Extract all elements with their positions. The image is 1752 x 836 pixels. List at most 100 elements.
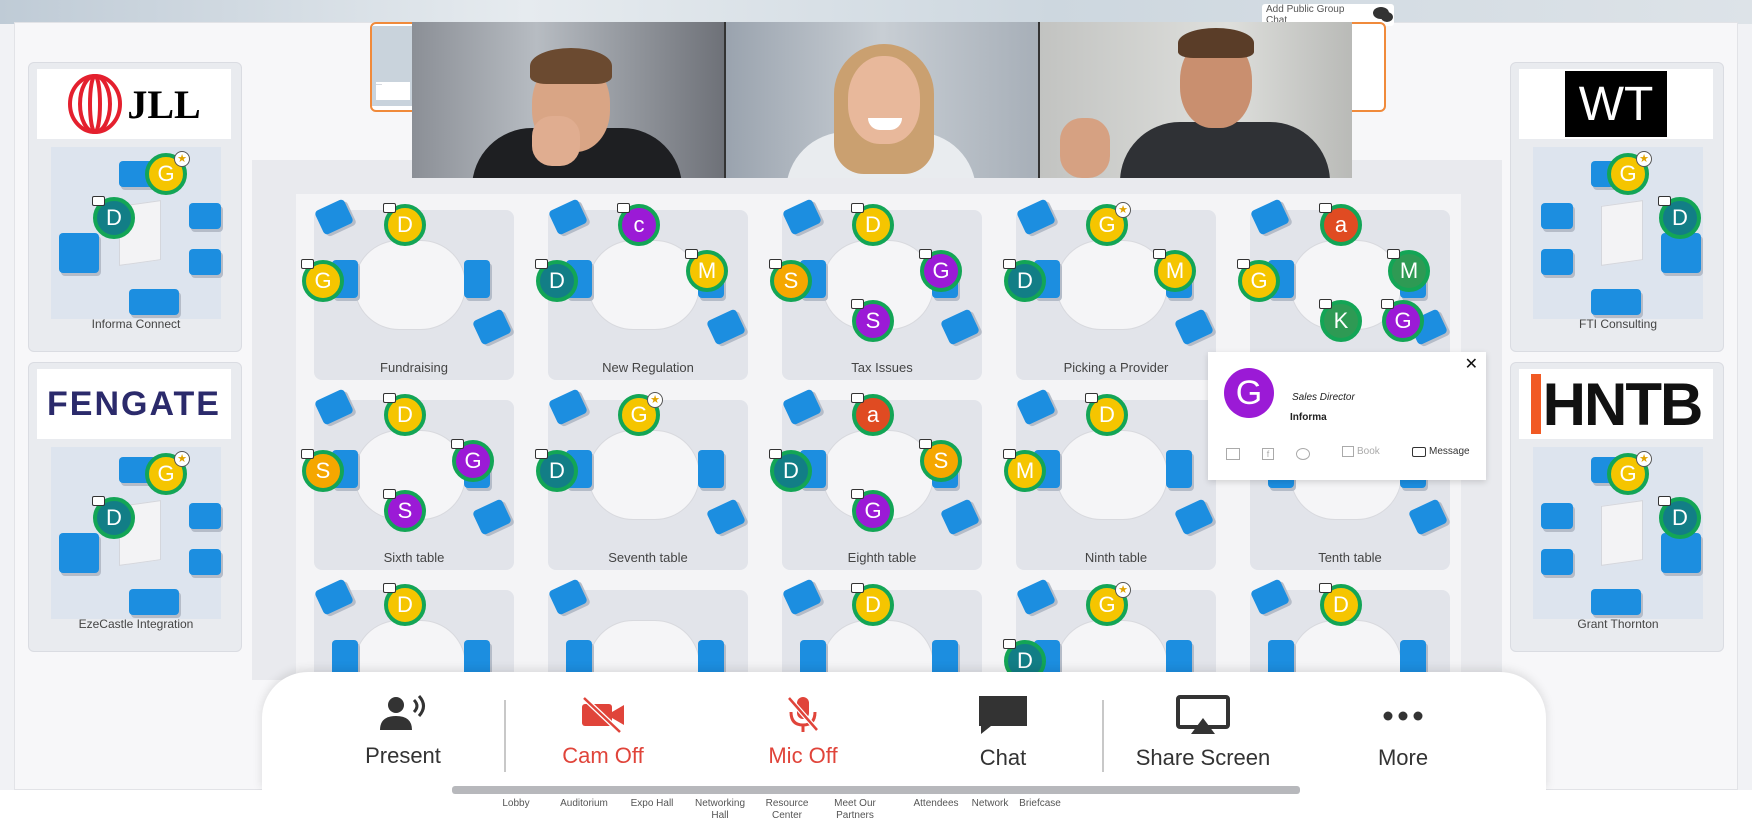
nav-expo-hall[interactable]: Expo Hall: [630, 798, 674, 809]
video-strip: [412, 22, 1352, 178]
camera-icon: [451, 439, 464, 449]
mic-off-button[interactable]: Mic Off: [728, 694, 878, 769]
avatar[interactable]: G★: [1086, 202, 1131, 246]
chair: [698, 450, 724, 488]
booth-informa-connect[interactable]: JLL G★ D Informa Connect: [28, 62, 242, 352]
avatar[interactable]: D: [535, 259, 578, 302]
avatar[interactable]: D: [1658, 196, 1701, 239]
avatar[interactable]: G: [919, 249, 962, 292]
avatar[interactable]: G★: [1607, 151, 1652, 195]
table-name: Eighth table: [847, 550, 917, 565]
chair: [706, 498, 746, 536]
avatar[interactable]: D: [383, 393, 426, 436]
booth-ezecastle[interactable]: FENGATE G★ D EzeCastle Integration: [28, 362, 242, 652]
website-icon[interactable]: [1296, 448, 1310, 460]
avatar[interactable]: D: [1003, 259, 1046, 302]
camera-icon: [1003, 449, 1016, 459]
avatar[interactable]: G★: [145, 451, 190, 495]
more-dots-icon: [1383, 711, 1423, 721]
avatar[interactable]: G★: [1086, 582, 1131, 626]
avatar[interactable]: G: [1237, 259, 1280, 302]
star-icon: ★: [647, 392, 663, 408]
camera-icon: [535, 449, 548, 459]
avatar[interactable]: D: [1319, 583, 1362, 626]
avatar[interactable]: M: [1153, 249, 1196, 292]
avatar[interactable]: G★: [1607, 451, 1652, 495]
avatar[interactable]: G★: [618, 392, 663, 436]
avatar[interactable]: c: [617, 203, 660, 246]
cam-off-button[interactable]: Cam Off: [528, 694, 678, 769]
nav-briefcase[interactable]: Briefcase: [1019, 798, 1061, 809]
chat-button[interactable]: Chat: [928, 694, 1078, 771]
table-name: New Regulation: [602, 360, 694, 375]
profile-avatar[interactable]: G: [1224, 368, 1274, 418]
video-tile-3[interactable]: [1040, 22, 1352, 178]
avatar[interactable]: a: [851, 393, 894, 436]
avatar[interactable]: D: [92, 196, 135, 239]
camera-icon: [92, 196, 105, 206]
nav-lobby[interactable]: Lobby: [502, 798, 530, 809]
nav-meet-our-partners[interactable]: Meet Our Partners: [834, 798, 876, 821]
nav-scroll-strip[interactable]: [452, 786, 1300, 794]
book-button[interactable]: Book: [1342, 446, 1380, 457]
avatar[interactable]: D: [383, 203, 426, 246]
nav-network[interactable]: Network: [971, 798, 1009, 809]
booth-fti-consulting[interactable]: WT G★ D FTI Consulting: [1510, 62, 1724, 352]
avatar[interactable]: K: [1319, 299, 1362, 342]
avatar[interactable]: S: [919, 439, 962, 482]
avatar[interactable]: G: [1381, 299, 1424, 342]
avatar[interactable]: M: [1003, 449, 1046, 492]
avatar[interactable]: D: [1085, 393, 1128, 436]
avatar[interactable]: G: [451, 439, 494, 482]
add-group-chat-button[interactable]: Add Public Group Chat: [1262, 4, 1394, 26]
share-screen-label: Share Screen: [1135, 745, 1271, 770]
avatar[interactable]: G★: [145, 151, 190, 195]
nav-resource-center[interactable]: Resource Center: [765, 798, 809, 821]
avatar[interactable]: G: [301, 259, 344, 302]
avatar[interactable]: D: [92, 496, 135, 539]
avatar[interactable]: a: [1319, 203, 1362, 246]
nav-attendees[interactable]: Attendees: [913, 798, 959, 809]
avatar[interactable]: M: [1387, 249, 1430, 292]
camera-icon: [769, 259, 782, 269]
facebook-icon[interactable]: f: [1262, 448, 1274, 460]
avatar[interactable]: D: [383, 583, 426, 626]
message-button[interactable]: Message: [1412, 446, 1470, 457]
close-icon[interactable]: ✕: [1464, 356, 1478, 373]
avatar[interactable]: M: [685, 249, 728, 292]
linkedin-icon[interactable]: [1226, 448, 1240, 460]
avatar[interactable]: D: [851, 203, 894, 246]
avatar[interactable]: S: [851, 299, 894, 342]
avatar[interactable]: D: [535, 449, 578, 492]
booth-name: FTI Consulting: [1578, 317, 1658, 331]
booth-name: EzeCastle Integration: [78, 617, 194, 631]
avatar[interactable]: S: [301, 449, 344, 492]
avatar[interactable]: S: [769, 259, 812, 302]
chair: [698, 640, 724, 678]
mic-off-icon: [787, 696, 819, 732]
avatar[interactable]: D: [769, 449, 812, 492]
video-tile-2[interactable]: [726, 22, 1038, 178]
nav-networking-hall[interactable]: Networking Hall: [694, 798, 746, 821]
avatar[interactable]: G: [851, 489, 894, 532]
avatar[interactable]: D: [1658, 496, 1701, 539]
nav-auditorium[interactable]: Auditorium: [560, 798, 608, 809]
avatar[interactable]: S: [383, 489, 426, 532]
share-screen-button[interactable]: Share Screen: [1128, 694, 1278, 771]
table-desk: [588, 430, 700, 520]
camera-off-icon: [582, 696, 624, 734]
more-button[interactable]: More: [1328, 694, 1478, 771]
avatar[interactable]: D: [851, 583, 894, 626]
video-tile-1[interactable]: [412, 22, 724, 178]
present-button[interactable]: Present: [328, 694, 478, 769]
booth-grant-thornton[interactable]: HNTB G★ D Grant Thornton: [1510, 362, 1724, 652]
